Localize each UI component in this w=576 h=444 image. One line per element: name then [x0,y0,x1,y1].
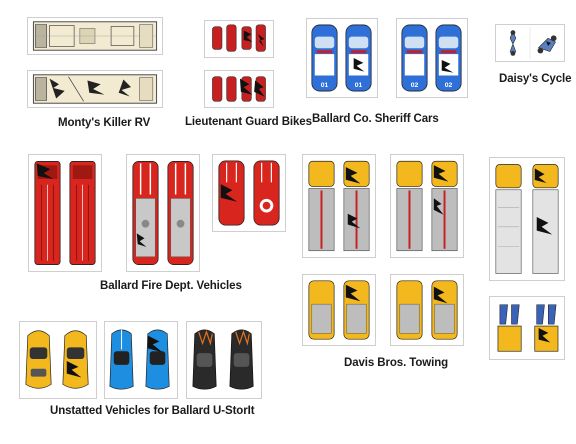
ustorit-yellow-car-counter[interactable] [19,321,97,399]
guard-bikes-counter-top[interactable] [204,20,274,58]
fire-chief-car-counter[interactable] [212,154,286,232]
daisy-cycle-icon [509,26,557,60]
group-label-rv: Monty's Killer RV [58,117,151,129]
guard-bikes-top-icon [212,24,266,52]
ustorit-black-car-counter[interactable] [186,321,262,399]
sheriff-unit-number: 02 [445,82,453,89]
sheriff-unit-number: 01 [355,82,363,89]
tow-truck-3-counter[interactable] [302,274,376,346]
group-label-sheriff: Ballard Co. Sheriff Cars [312,113,439,125]
tow-truck-2-icon [396,160,458,252]
sheriff-unit-number: 01 [321,82,329,89]
tow-dolly-icon [497,304,559,352]
sheriff-unit-number: 02 [411,82,419,89]
rv-counter-top[interactable] [27,17,163,55]
sheriff-car-01-icon: 01 01 [311,24,372,92]
flatbed-truck-icon [495,164,559,274]
tow-truck-4-counter[interactable] [390,274,464,346]
group-label-guard-bikes: Lieutenant Guard Bikes [185,116,312,128]
group-label-towing: Davis Bros. Towing [344,357,449,369]
tow-truck-1-icon [308,160,370,252]
tow-truck-3-icon [308,280,370,340]
tow-truck-2-counter[interactable] [390,154,464,258]
group-label-cycle: Daisy's Cycle [499,73,572,85]
black-hotrod-car-icon [192,329,254,390]
tow-dolly-counter[interactable] [489,296,565,360]
ustorit-blue-car-counter[interactable] [104,321,178,399]
group-label-fire: Ballard Fire Dept. Vehicles [100,280,242,292]
fire-engine-counter[interactable] [126,154,200,272]
sheriff-car-02-icon: 02 02 [401,24,462,92]
flatbed-truck-counter[interactable] [489,157,565,281]
tow-truck-4-icon [396,280,458,340]
rv-damaged-icon [32,74,158,104]
fire-chief-car-icon [218,160,280,226]
rv-counter-damaged[interactable] [27,70,163,108]
sheriff-car-01-counter[interactable]: 01 01 [306,18,378,98]
fire-ladder-truck-counter[interactable] [28,154,102,272]
fire-ladder-truck-icon [34,161,96,265]
yellow-sports-car-icon [25,330,89,389]
fire-engine-icon [132,161,194,265]
guard-bikes-damaged-icon [212,76,266,102]
sheriff-car-02-counter[interactable]: 02 02 [396,18,468,98]
rv-top-icon [32,21,158,51]
guard-bikes-counter-damaged[interactable] [204,70,274,108]
blue-muscle-car-icon [109,329,170,390]
tow-truck-1-counter[interactable] [302,154,376,258]
daisy-cycle-counter[interactable] [495,24,565,62]
group-label-ustorit: Unstatted Vehicles for Ballard U-StorIt [50,405,255,417]
